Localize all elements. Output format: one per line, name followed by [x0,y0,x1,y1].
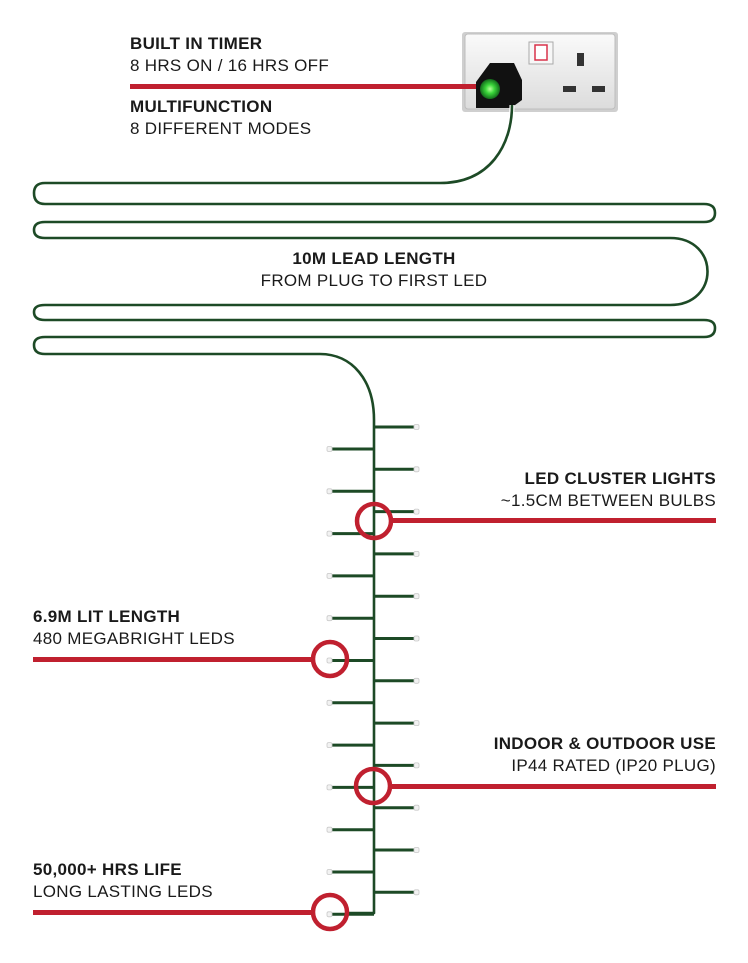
life-subtitle: LONG LASTING LEDS [33,882,213,901]
plug-icon [476,63,522,108]
led-bulb-icon [326,657,333,664]
lead-subtitle: FROM PLUG TO FIRST LED [260,271,488,290]
led-bulb-icon [326,446,333,452]
led-bulb-icon [413,508,420,515]
led-bulb-icon [326,784,333,791]
lead-callout: 10M LEAD LENGTH FROM PLUG TO FIRST LED [224,248,524,292]
led-bulb-icon [413,889,420,896]
lit-length-title: 6.9M LIT LENGTH [33,607,181,626]
callout-markers [33,501,716,932]
timer-led-indicator [480,79,500,99]
timer-title: BUILT IN TIMER [130,34,263,53]
led-bulb-icon [413,551,420,557]
lead-title: 10M LEAD LENGTH [292,249,456,268]
led-bulb-icon [326,911,333,918]
timer-callout: BUILT IN TIMER 8 HRS ON / 16 HRS OFF [130,33,329,77]
lit-length-callout-ring [310,639,350,679]
led-strand [326,424,420,918]
led-bulb-icon [413,635,420,642]
led-bulb-icon [326,530,333,537]
led-bulb-icon [413,720,420,726]
led-bulb-icon [413,677,420,684]
led-bulb-icon [413,466,420,473]
indoor-subtitle: IP44 RATED (IP20 PLUG) [511,756,716,775]
cluster-title: LED CLUSTER LIGHTS [524,469,716,488]
lit-length-callout-line [33,657,313,662]
life-callout-line [33,910,313,915]
multifunction-callout: MULTIFUNCTION 8 DIFFERENT MODES [130,96,311,140]
life-title: 50,000+ HRS LIFE [33,860,182,879]
led-bulb-icon [413,762,420,769]
led-bulb-icon [326,573,333,579]
cluster-callout-ring [354,501,394,541]
led-bulb-icon [413,847,420,853]
led-bulb-icon [326,826,333,833]
timer-subtitle: 8 HRS ON / 16 HRS OFF [130,56,330,75]
multifunction-title: MULTIFUNCTION [130,97,273,116]
led-bulb-icon [413,593,420,600]
led-bulb-icon [413,424,420,430]
led-bulb-icon [326,488,333,495]
cluster-subtitle: ~1.5CM BETWEEN BULBS [500,491,716,510]
multifunction-subtitle: 8 DIFFERENT MODES [130,119,312,138]
lit-length-subtitle: 480 MEGABRIGHT LEDS [33,629,235,648]
led-bulb-icon [413,804,420,811]
led-bulb-icon [326,699,333,706]
indoor-callout: INDOOR & OUTDOOR USE IP44 RATED (IP20 PL… [494,733,716,777]
led-bulb-icon [326,742,333,748]
led-bulb-icon [326,869,333,875]
lit-length-callout: 6.9M LIT LENGTH 480 MEGABRIGHT LEDS [33,606,235,650]
timer-callout-line [130,84,488,89]
indoor-callout-line [392,784,716,789]
indoor-callout-ring [353,766,393,806]
life-callout-ring [310,892,350,932]
life-callout: 50,000+ HRS LIFE LONG LASTING LEDS [33,859,213,903]
cluster-callout-line [392,518,716,523]
led-bulb-icon [326,615,333,622]
cluster-callout: LED CLUSTER LIGHTS ~1.5CM BETWEEN BULBS [501,468,716,512]
indoor-title: INDOOR & OUTDOOR USE [493,734,716,753]
